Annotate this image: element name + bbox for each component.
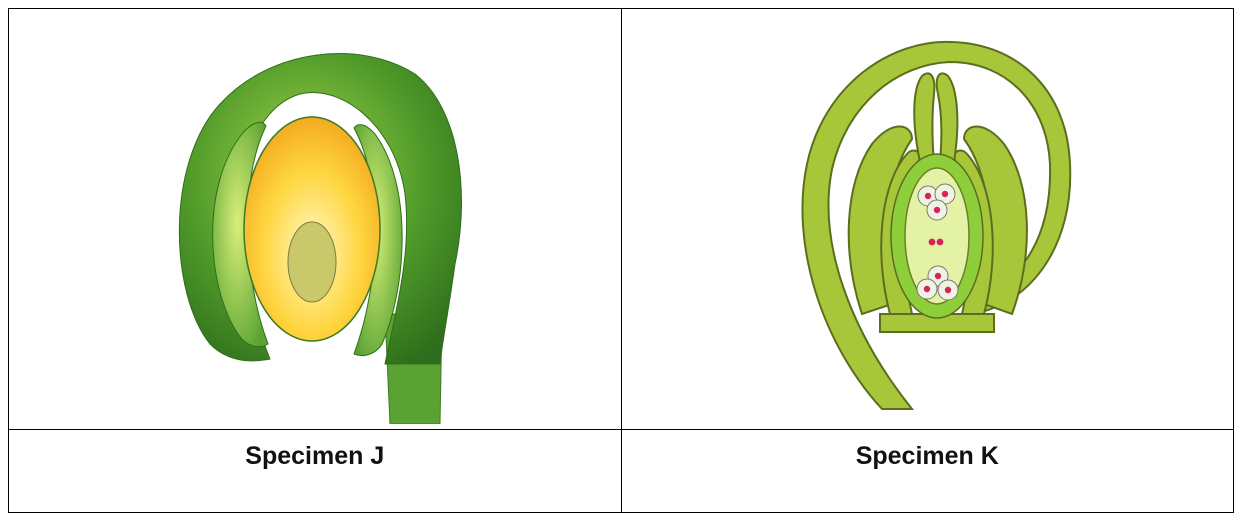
specimen-j-ovule-illustration [150, 14, 480, 424]
specimen-j-caption-cell: Specimen J [9, 430, 622, 513]
specimen-table: Specimen J Specimen K [8, 8, 1234, 513]
specimen-k-caption: Specimen K [622, 442, 1234, 471]
specimen-k-image-cell [621, 9, 1234, 430]
specimen-k-caption-cell: Specimen K [621, 430, 1234, 513]
specimen-k-ovule-illustration [762, 14, 1092, 424]
specimen-j-image-cell [9, 9, 622, 430]
specimen-j-caption: Specimen J [9, 442, 621, 471]
